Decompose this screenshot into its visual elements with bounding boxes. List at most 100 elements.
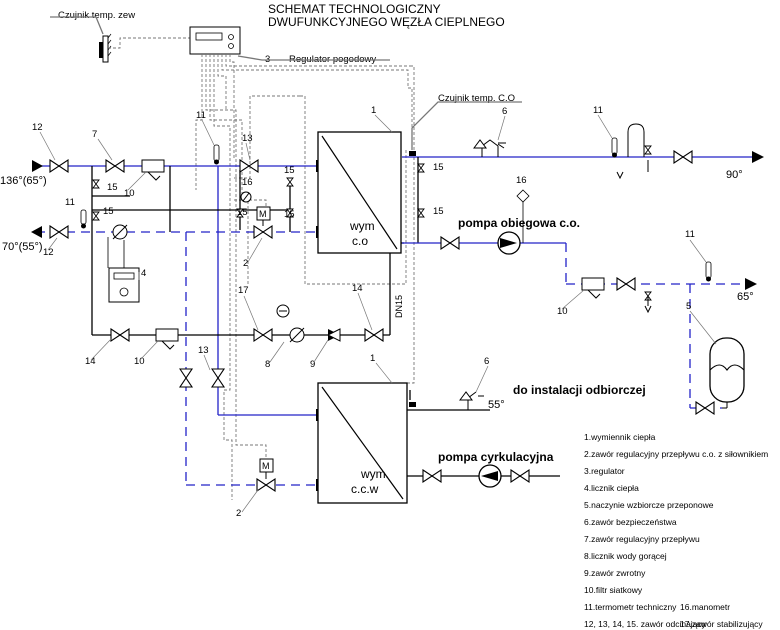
hx-co-label-1: wym: [349, 219, 375, 233]
thermometer-11-a: [213, 144, 220, 165]
heat-exchanger-cw: [316, 382, 408, 504]
num-11-right: 11: [593, 105, 603, 116]
primary-supply-pipe: [36, 165, 317, 416]
actuator-motor-co: M: [256, 206, 271, 226]
num-7: 7: [92, 129, 97, 140]
valve-circ-right: [510, 469, 530, 483]
return-outlet-arrow: [31, 226, 42, 238]
safety-valve-6-bottom: [459, 391, 484, 410]
small-valve-15-f: [417, 163, 425, 173]
pump-circ-icon: [478, 464, 502, 488]
num-11-top: 11: [196, 110, 206, 121]
shutoff-valve-14-right: [364, 328, 384, 342]
co-sensor-label: Czujnik temp. C.O: [438, 93, 515, 104]
legend-item: 1.wymiennik ciepła: [584, 432, 656, 442]
small-valve-15-b: [92, 211, 100, 221]
co-sensor-leader: [411, 101, 522, 150]
control-cables: [195, 54, 415, 500]
legend-item: 3.regulator: [584, 466, 625, 476]
flow-control-valve-7: [105, 159, 125, 173]
num-2-cw: 2: [236, 508, 241, 519]
return-inlet-temp: 70°(55°): [2, 241, 43, 253]
primary-return-pipe: [36, 231, 317, 486]
num-15-c: 15: [237, 207, 248, 218]
num-6-top: 6: [502, 106, 507, 117]
svg-text:M: M: [262, 461, 270, 471]
num-15-e: 15: [284, 209, 295, 220]
legend-item: 16.manometr: [680, 602, 730, 612]
hw-temp: 55°: [488, 399, 505, 411]
tank-temp: 65°: [737, 291, 754, 303]
co-sensor-icon: [409, 151, 416, 156]
dn-label: DN15: [394, 295, 404, 318]
pump-circ-label: pompa cyrkulacyjna: [438, 450, 554, 464]
legend-item: 2.zawór regulacyjny przepływu c.o. z sił…: [584, 449, 768, 459]
legend: 1.wymiennik ciepła 2.zawór regulacyjny p…: [584, 432, 768, 629]
expansion-vessel-5: [709, 337, 745, 409]
legend-item: 7.zawór regulacyjny przepływu: [584, 534, 700, 544]
pump-co-icon: [497, 231, 521, 255]
manometer-16-left: [240, 191, 252, 203]
regulator-icon: [189, 26, 241, 55]
thermometer-11-b: [80, 209, 87, 229]
num-1-top: 1: [371, 105, 376, 116]
num-11-left: 11: [65, 197, 75, 208]
num-9: 9: [310, 359, 315, 370]
check-valve-9: [326, 328, 341, 342]
heat-meter-4: [107, 224, 140, 303]
regulator-leader: [237, 55, 390, 61]
num-15-g: 15: [433, 206, 444, 217]
num-17: 17: [238, 285, 249, 296]
num-15-d: 15: [284, 165, 295, 176]
supply-inlet-temp: 136°(65°): [0, 175, 47, 187]
control-valve-2-co: [253, 225, 273, 239]
num-13-bottom: 13: [198, 345, 209, 356]
num-15-f: 15: [433, 162, 444, 173]
hot-water-meter-8: [276, 304, 305, 343]
outdoor-sensor-icon: [99, 33, 112, 63]
small-valve-15-g: [417, 208, 425, 218]
small-valve-15-d: [286, 177, 294, 187]
tank-arrow: [745, 278, 757, 290]
manometer-16-right: [516, 189, 530, 243]
hx-co-label-2: c.o: [352, 234, 368, 248]
shutoff-valve-14-left: [110, 328, 130, 342]
heat-exchanger-co: [316, 131, 402, 254]
shutoff-valve-12-supply: [49, 159, 69, 173]
num-1-bottom: 1: [370, 353, 375, 364]
thermometer-11-c: [611, 137, 618, 158]
actuator-motor-cw: M: [259, 458, 274, 479]
num-13-top: 13: [242, 133, 253, 144]
number-leaders: [39, 114, 717, 513]
num-5: 5: [686, 301, 691, 312]
legend-item: 17.zawór stabilizujący: [680, 619, 763, 629]
strainer-10-top: [141, 159, 165, 181]
co-outlet-temp: 90°: [726, 169, 743, 181]
num-16-right: 16: [516, 175, 527, 186]
small-valve-drain-a: [644, 145, 652, 155]
strainer-10-tank: [581, 277, 605, 299]
title-line-2: DWUFUNKCYJNEGO WĘZŁA CIEPLNEGO: [268, 15, 505, 29]
vent-loop: [616, 123, 652, 314]
outdoor-sensor-cable: [108, 37, 200, 49]
num-15-b: 15: [103, 206, 114, 217]
safety-valve-6-top: [473, 139, 506, 157]
supply-inlet-arrow: [32, 160, 43, 172]
num-10-top: 10: [124, 188, 135, 199]
num-2-co: 2: [243, 258, 248, 269]
num-16-left: 16: [242, 177, 253, 188]
shutoff-valve-12-return: [49, 225, 69, 239]
outdoor-sensor-leader: [50, 16, 104, 35]
small-valve-15-a: [92, 179, 100, 189]
shutoff-valve-13-supply: [211, 368, 225, 388]
hw-pipe: [407, 409, 560, 477]
legend-item: 10.filtr siatkowy: [584, 585, 643, 595]
control-valve-2-cw: [256, 478, 276, 492]
legend-item: 11.termometr techniczny: [584, 602, 677, 612]
valve-tank-line: [616, 277, 636, 291]
svg-text:M: M: [259, 209, 267, 219]
valve-co-return: [440, 236, 460, 250]
pump-co-label: pompa obiegowa c.o.: [458, 216, 580, 230]
hw-sensor-icon: [409, 402, 416, 407]
